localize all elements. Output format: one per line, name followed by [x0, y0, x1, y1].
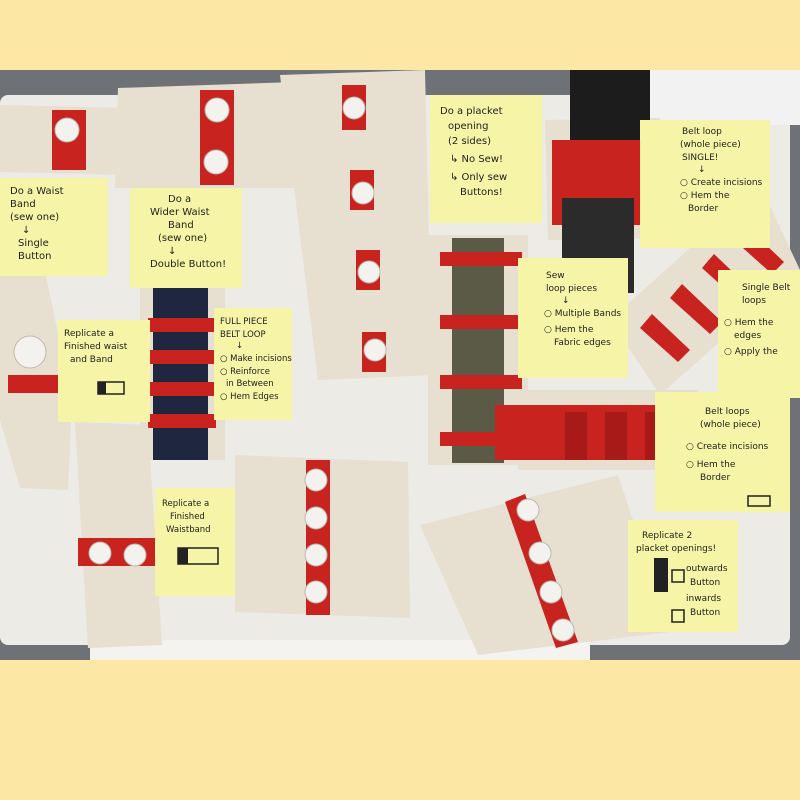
svg-text:Replicate a Finished wai: Replicate a Finished waist and Band: [64, 329, 130, 365]
svg-text:Do a Waist Band (s: Do a Waist Band (sew one) ↓ Single Butto…: [10, 186, 67, 262]
board-bottom-edge: [90, 640, 590, 660]
note-full-piece-belt-loop: FULL PIECE BELT LOOP ↓ ○ Make incisions …: [214, 308, 295, 420]
svg-text:Do a Wider Waist B: Do a Wider Waist Band (sew one) ↓ Double…: [150, 194, 226, 270]
note-belt-loops-whole: Belt loops (whole piece) ○ Create incisi…: [655, 392, 790, 512]
swatch-belt-loop-single: [545, 70, 662, 293]
swatch-full-piece-belt-loop: [140, 285, 225, 460]
note-waist-band: Do a Waist Band (sew one) ↓ Single Butto…: [0, 178, 108, 276]
svg-text:Belt loop (whole piece): Belt loop (whole piece) SINGLE! ↓ ○ Crea…: [680, 127, 765, 214]
plastic-sheet: [650, 70, 800, 125]
svg-text:Replicate 2 placket open: Replicate 2 placket openings! outwards B…: [636, 531, 730, 618]
note-finished-waistband: Replicate a Finished Waistband: [155, 488, 235, 596]
note-belt-loop-single: Belt loop (whole piece) SINGLE! ↓ ○ Crea…: [640, 120, 770, 248]
note-finished-waist-band: Replicate a Finished waist and Band: [58, 320, 150, 422]
swatch-placket-opening: [280, 70, 432, 380]
svg-text:Do a placket opening: Do a placket opening (2 sides) ↳ No Sew!…: [440, 106, 510, 198]
swatch-finished-waist: [0, 248, 72, 490]
swatch-wider-waist-band: [115, 82, 298, 188]
note-placket-openings: Replicate 2 placket openings! outwards B…: [628, 520, 738, 632]
note-placket-opening: Do a placket opening (2 sides) ↳ No Sew!…: [430, 95, 542, 223]
note-loop-pieces: Sew loop pieces ↓ ○ Multiple Bands ○ Hem…: [518, 258, 628, 378]
svg-text:Sew loop pieces ↓: Sew loop pieces ↓ ○ Multiple Bands ○ Hem…: [544, 271, 624, 348]
svg-text:Replicate a Finished: Replicate a Finished Waistband: [162, 499, 212, 535]
note-single-belt-loops: Single Belt loops ○ Hem the edges ○ Appl…: [718, 270, 800, 398]
photo: Do a Waist Band (sew one) ↓ Single Butto…: [0, 70, 800, 660]
swatch-waist-band: [0, 105, 130, 175]
svg-text:Single Belt loops: Single Belt loops ○ Hem the edges ○ Appl…: [724, 283, 793, 357]
pinboard-photo: Do a Waist Band (sew one) ↓ Single Butto…: [0, 70, 800, 660]
svg-text:Belt loops (whole piece): Belt loops (whole piece) ○ Create incisi…: [686, 407, 771, 483]
swatch-placket-openings: [420, 475, 670, 655]
swatch-button-placket-center: [235, 455, 410, 618]
note-wider-waist-band: Do a Wider Waist Band (sew one) ↓ Double…: [130, 188, 242, 288]
svg-text:FULL PIECE BELT LOOP: FULL PIECE BELT LOOP ↓ ○ Make incisions …: [220, 317, 295, 402]
swatch-finished-waistband: [75, 422, 162, 648]
